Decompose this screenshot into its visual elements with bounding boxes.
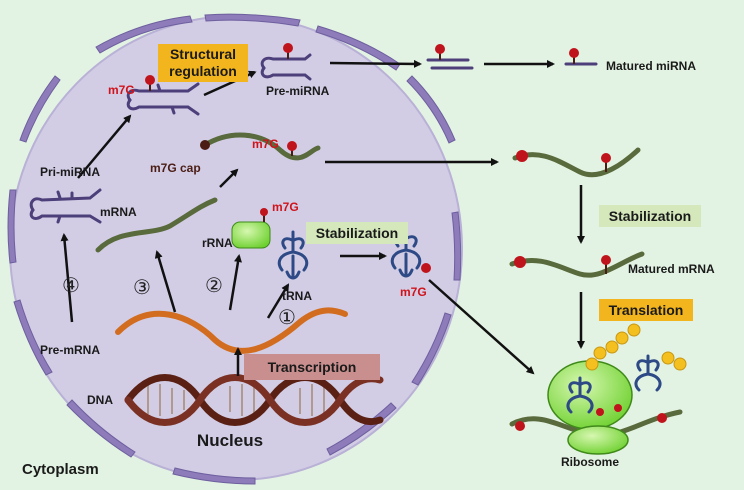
label-stabilization-nucleus: Stabilization — [316, 225, 398, 241]
m7g-dot — [287, 141, 297, 151]
label-ribosome: Ribosome — [561, 455, 619, 469]
step-2: ② — [205, 273, 223, 297]
label-pre-mrna: Pre-mRNA — [40, 343, 100, 357]
peptide-chain — [585, 323, 687, 371]
matured-mirna-shape — [564, 48, 598, 66]
mirna-duplex — [426, 44, 474, 70]
label-m7g-pri-mirna: m7G — [108, 83, 135, 97]
label-transcription: Transcription — [268, 359, 357, 375]
arrows — [60, 59, 585, 376]
pre-mirna-shape — [260, 43, 312, 81]
step-1: ① — [278, 305, 296, 329]
label-mrna: mRNA — [100, 205, 137, 219]
label-structural: Structural — [170, 46, 236, 62]
label-m7g-rrna: m7G — [272, 200, 299, 214]
step-3: ③ — [133, 275, 151, 299]
translation-box — [599, 299, 693, 321]
label-rrna: rRNA — [202, 236, 233, 250]
label-translation: Translation — [609, 302, 684, 318]
stabilization-box-cytoplasm — [599, 205, 701, 227]
trna-shape — [277, 230, 309, 280]
pri-mirna-m7g — [126, 75, 200, 116]
label-stabilization-cytoplasm: Stabilization — [609, 208, 691, 224]
nuclear-pores — [7, 13, 462, 485]
step-4: ④ — [62, 273, 80, 297]
label-matured-mirna: Matured miRNA — [606, 59, 696, 73]
cytoplasm-mrna — [512, 147, 641, 178]
label-trna: tRNA — [282, 289, 312, 303]
dna-helix — [124, 374, 384, 426]
label-m7g-cap: m7G cap — [150, 161, 201, 175]
matured-mrna — [509, 251, 645, 278]
structural-regulation-box — [158, 44, 248, 82]
label-pri-mirna: Pri-miRNA — [40, 165, 100, 179]
pri-mirna-shape — [29, 188, 102, 224]
label-pre-mirna: Pre-miRNA — [266, 84, 330, 98]
transcription-box — [244, 354, 380, 380]
rrna-shape — [231, 208, 271, 249]
label-matured-mrna: Matured mRNA — [628, 262, 715, 276]
label-regulation: regulation — [169, 63, 237, 79]
label-cytoplasm: Cytoplasm — [22, 461, 99, 478]
label-nucleus: Nucleus — [197, 431, 263, 450]
m7g-cap-dot — [200, 140, 210, 150]
ribosome — [509, 323, 687, 455]
stabilization-box-nucleus — [306, 222, 408, 244]
label-m7g-mrna: m7G — [252, 137, 279, 151]
nucleus — [7, 13, 463, 485]
label-m7g-trna: m7G — [400, 285, 427, 299]
mrna-strand-nucleus — [95, 197, 218, 253]
capped-mrna — [200, 132, 321, 161]
label-dna: DNA — [87, 393, 113, 407]
